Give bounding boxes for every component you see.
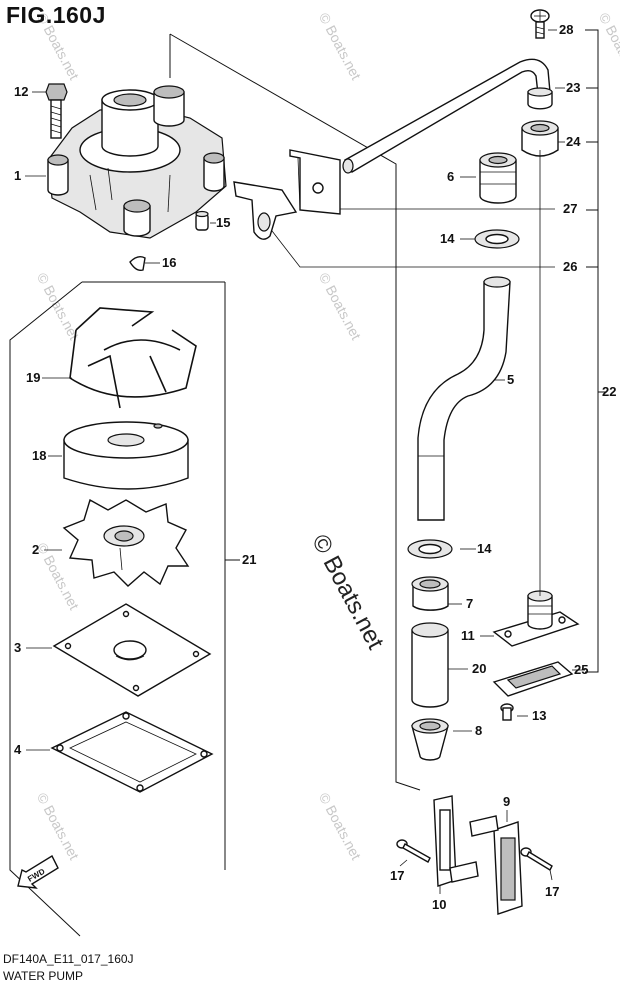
callout-label[interactable]: 8	[475, 723, 483, 738]
grommet-24	[521, 120, 559, 157]
right-bracket-line	[585, 29, 599, 673]
leader-line	[261, 217, 555, 268]
callout-label[interactable]: 19	[26, 370, 41, 385]
callout-label[interactable]: 4	[14, 742, 22, 757]
callout-label[interactable]: 24	[566, 134, 581, 149]
callout-label[interactable]: 26	[563, 259, 578, 274]
plate-3	[52, 603, 212, 697]
callout-label[interactable]: 14	[440, 231, 455, 246]
screw-17-right	[520, 847, 553, 871]
liner-18	[63, 421, 189, 490]
seal-8	[411, 718, 449, 761]
callout-label[interactable]: 18	[32, 448, 47, 463]
diagram-caption: WATER PUMP	[3, 969, 83, 983]
callout-label[interactable]: 25	[574, 662, 589, 677]
callout-label[interactable]: 14	[477, 541, 492, 556]
pump-case-1	[47, 85, 227, 239]
callout-label[interactable]: 17	[390, 868, 405, 883]
screw-28	[530, 9, 550, 39]
callout-label[interactable]: 3	[14, 640, 22, 655]
callout-label[interactable]: 22	[602, 384, 617, 399]
callout-label[interactable]: 11	[461, 628, 475, 643]
grommet-6	[479, 152, 517, 204]
callout-label[interactable]: 15	[216, 215, 231, 230]
washer-14-lower	[407, 539, 453, 559]
callout-label[interactable]: 16	[162, 255, 177, 270]
callout-label[interactable]: 1	[14, 168, 22, 183]
leader-line	[399, 859, 408, 867]
callout-label[interactable]: 6	[447, 169, 455, 184]
callout-label[interactable]: 27	[563, 201, 578, 216]
bolt-12	[45, 83, 68, 139]
grommet-7	[411, 576, 449, 611]
kit-bracket-line	[9, 281, 83, 937]
model-code: DF140A_E11_017_160J	[3, 952, 134, 966]
grommet-plate-11	[492, 150, 580, 647]
fwd-arrow-icon: FWD	[17, 855, 59, 889]
cover-10	[433, 795, 479, 887]
key-16	[129, 255, 146, 272]
screen-25	[492, 661, 574, 697]
tube-20	[411, 622, 449, 708]
cover-9	[469, 815, 523, 915]
assembly-bracket-line	[169, 33, 421, 791]
callout-label[interactable]: 5	[507, 372, 515, 387]
callout-label[interactable]: 17	[545, 884, 560, 899]
bolt-13	[500, 703, 514, 721]
callout-label[interactable]: 9	[503, 794, 511, 809]
plate-26	[233, 181, 298, 240]
hose-5	[417, 276, 511, 521]
callout-label[interactable]: 28	[559, 22, 574, 37]
figure-title: FIG.160J	[6, 2, 106, 28]
washer-14-upper	[474, 229, 520, 249]
callout-label[interactable]: 12	[14, 84, 29, 99]
impeller-2	[62, 498, 190, 587]
callout-label[interactable]: 7	[466, 596, 474, 611]
callout-label[interactable]: 23	[566, 80, 581, 95]
water-pipe	[342, 58, 553, 174]
callout-label[interactable]: 10	[432, 897, 447, 912]
callout-label[interactable]: 21	[242, 552, 257, 567]
cup-19	[69, 307, 197, 409]
screw-17-left	[396, 839, 431, 863]
gasket-4	[50, 711, 214, 793]
plate-27	[289, 149, 341, 215]
callout-label[interactable]: 20	[472, 661, 487, 676]
dowel-pin-15	[195, 210, 209, 231]
leader-line	[549, 869, 553, 881]
callout-label[interactable]: 2	[32, 542, 40, 557]
callout-label[interactable]: 13	[532, 708, 547, 723]
